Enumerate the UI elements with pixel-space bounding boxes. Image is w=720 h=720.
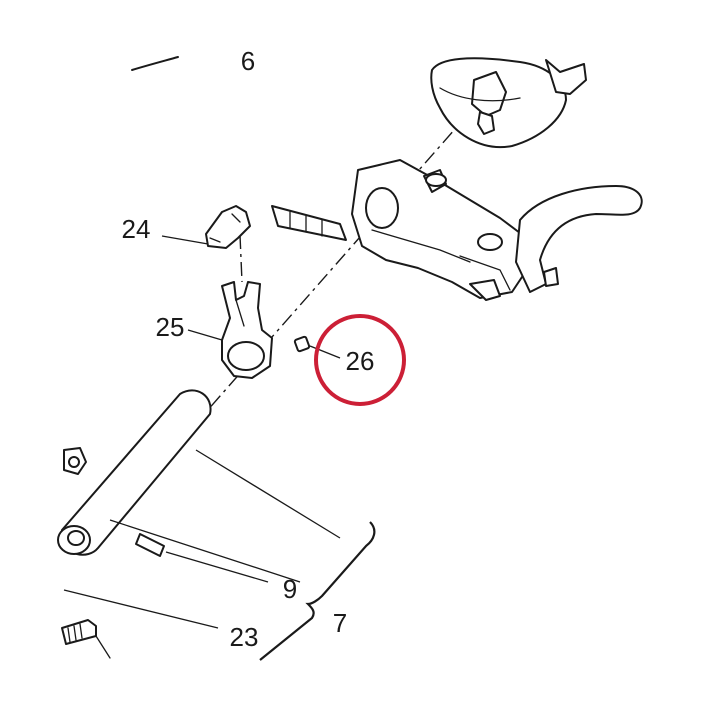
part-6-fragment (131, 56, 179, 71)
part-23-bolt (61, 619, 111, 659)
callout-7: 7 (333, 608, 347, 638)
callout-6: 6 (241, 46, 255, 76)
leader-7b (109, 519, 301, 583)
master-cylinder-body (351, 159, 529, 301)
part-26-screw (293, 335, 311, 353)
fork-axis-line (239, 234, 243, 283)
callout-24: 24 (122, 214, 151, 244)
leader-9 (165, 551, 269, 583)
highlight-circle-26 (314, 314, 406, 406)
part-24-clip (205, 205, 251, 249)
leader-25 (187, 329, 223, 341)
callout-9: 9 (283, 574, 297, 604)
callout-26: 26 (346, 346, 375, 376)
bracket-7 (259, 521, 376, 661)
leader-24 (161, 235, 209, 245)
piston-plunger (271, 205, 347, 241)
leader-26 (309, 345, 341, 359)
leader-23 (63, 589, 219, 629)
part-7-shaft (57, 389, 212, 556)
brake-lever (515, 185, 643, 293)
small-nut (63, 447, 87, 475)
leader-7a (195, 449, 341, 539)
part-25-fork (221, 281, 273, 379)
part-9-pin (135, 533, 165, 557)
callout-23: 23 (230, 622, 259, 652)
callout-25: 25 (156, 312, 185, 342)
reservoir-cap (430, 57, 587, 149)
